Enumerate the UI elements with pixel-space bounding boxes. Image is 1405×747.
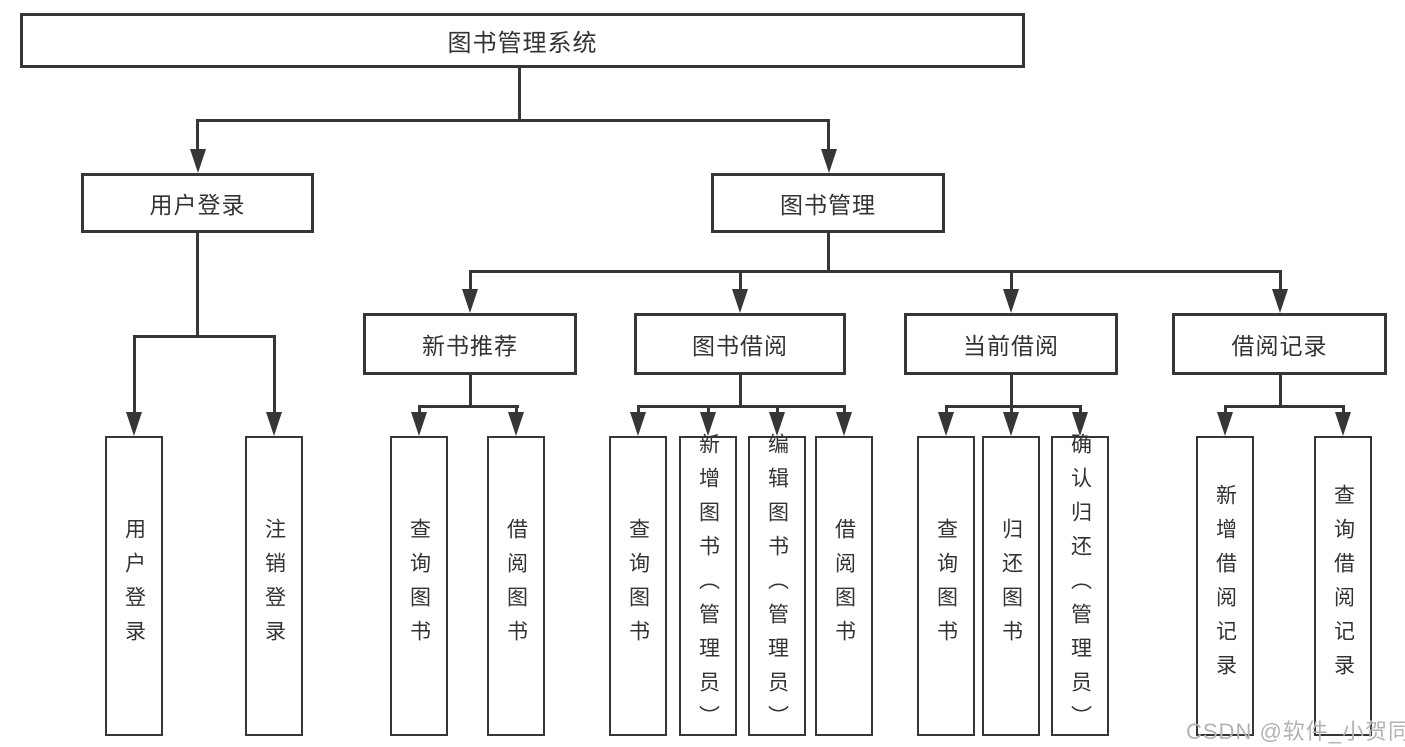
- node-label: 查询图书: [626, 518, 650, 654]
- connector-line: [637, 405, 640, 415]
- node-label: 图书管理: [780, 192, 876, 218]
- connector-line: [1342, 405, 1345, 415]
- arrowhead-down-icon: [1335, 412, 1351, 436]
- arrowhead-down-icon: [630, 412, 646, 436]
- connector-line: [518, 68, 521, 121]
- node-label: 新增图书（管理员）: [696, 433, 720, 739]
- connector-line: [739, 270, 742, 293]
- connector-line: [1079, 405, 1082, 415]
- node-label: 查询图书: [407, 518, 431, 654]
- arrowhead-down-icon: [1003, 289, 1019, 313]
- node-label: 用户登录: [122, 518, 146, 654]
- node-label: 新增借阅记录: [1213, 484, 1237, 688]
- arrowhead-down-icon: [411, 412, 427, 436]
- connector-line: [469, 375, 472, 407]
- connector-line: [133, 335, 136, 416]
- connector-line: [1010, 375, 1013, 407]
- node-label: 新书推荐: [422, 333, 518, 359]
- node-label: 查询图书: [934, 518, 958, 654]
- arrowhead-down-icon: [126, 412, 142, 436]
- connector-line: [418, 405, 421, 415]
- node-label: 归还图书: [999, 518, 1023, 654]
- node-library-management-system: 图书管理系统: [20, 13, 1025, 68]
- connector-line: [827, 233, 830, 272]
- connector-line: [196, 119, 830, 122]
- node-label: 借阅图书: [504, 518, 528, 654]
- node-query-borrow-record: 查询借阅记录: [1314, 436, 1372, 736]
- node-user-login-leaf: 用户登录: [105, 436, 163, 736]
- arrowhead-down-icon: [1072, 412, 1088, 436]
- connector-line: [469, 270, 472, 293]
- node-query-books-new: 查询图书: [390, 436, 448, 736]
- node-label: 图书借阅: [692, 333, 788, 359]
- connector-line: [418, 405, 519, 408]
- node-book-borrowing: 图书借阅: [634, 313, 846, 375]
- connector-line: [1279, 270, 1282, 293]
- arrowhead-down-icon: [1003, 412, 1019, 436]
- connector-line: [515, 405, 518, 415]
- connector-line: [1010, 270, 1013, 293]
- arrowhead-down-icon: [769, 412, 785, 436]
- connector-line: [196, 233, 199, 337]
- node-add-books-admin: 新增图书（管理员）: [679, 433, 737, 739]
- connector-line: [707, 405, 710, 415]
- node-label: 查询借阅记录: [1331, 484, 1355, 688]
- node-label: 编辑图书（管理员）: [765, 433, 789, 739]
- connector-line: [945, 405, 948, 415]
- node-label: 注销登录: [262, 518, 286, 654]
- arrowhead-down-icon: [836, 412, 852, 436]
- node-book-management: 图书管理: [711, 173, 945, 233]
- node-label: 图书管理系统: [447, 30, 598, 57]
- connector-line: [196, 119, 199, 152]
- arrowhead-down-icon: [508, 412, 524, 436]
- connector-line: [945, 405, 1082, 408]
- node-borrowing-records: 借阅记录: [1172, 313, 1387, 375]
- arrowhead-down-icon: [732, 289, 748, 313]
- node-label: 用户登录: [149, 192, 246, 218]
- arrowhead-down-icon: [1217, 412, 1233, 436]
- arrowhead-down-icon: [938, 412, 954, 436]
- node-label: 借阅记录: [1231, 333, 1328, 359]
- node-query-books-borrow: 查询图书: [609, 436, 667, 736]
- connector-line: [1224, 405, 1345, 408]
- node-borrow-books-new: 借阅图书: [487, 436, 545, 736]
- connector-line: [776, 405, 779, 415]
- node-logout: 注销登录: [245, 436, 303, 736]
- connector-line: [469, 270, 1282, 273]
- connector-line: [843, 405, 846, 415]
- arrowhead-down-icon: [821, 149, 837, 173]
- node-query-books-current: 查询图书: [917, 436, 975, 736]
- connector-line: [827, 119, 830, 152]
- connector-line: [1010, 405, 1013, 415]
- node-new-book-recommendation: 新书推荐: [363, 313, 577, 375]
- arrowhead-down-icon: [700, 412, 716, 436]
- node-label: 当前借阅: [963, 333, 1059, 359]
- arrowhead-down-icon: [1272, 289, 1288, 313]
- node-current-borrowing: 当前借阅: [904, 313, 1118, 375]
- connector-line: [1224, 405, 1227, 415]
- connector-line: [739, 375, 742, 407]
- node-edit-books-admin: 编辑图书（管理员）: [748, 433, 806, 739]
- node-user-login: 用户登录: [81, 173, 314, 233]
- node-label: 确认归还（管理员）: [1068, 433, 1092, 739]
- csdn-watermark: CSDN @软件_小贺同学: [1186, 719, 1405, 744]
- node-return-books: 归还图书: [982, 436, 1040, 736]
- connector-line: [1279, 375, 1282, 407]
- arrowhead-down-icon: [190, 149, 206, 173]
- arrowhead-down-icon: [266, 412, 282, 436]
- node-label: 借阅图书: [832, 518, 856, 654]
- node-confirm-return-admin: 确认归还（管理员）: [1051, 433, 1109, 739]
- connector-line: [637, 405, 846, 408]
- connector-line: [273, 335, 276, 416]
- node-add-borrow-record: 新增借阅记录: [1196, 436, 1254, 736]
- connector-line: [133, 335, 276, 338]
- arrowhead-down-icon: [462, 289, 478, 313]
- node-borrow-books: 借阅图书: [815, 436, 873, 736]
